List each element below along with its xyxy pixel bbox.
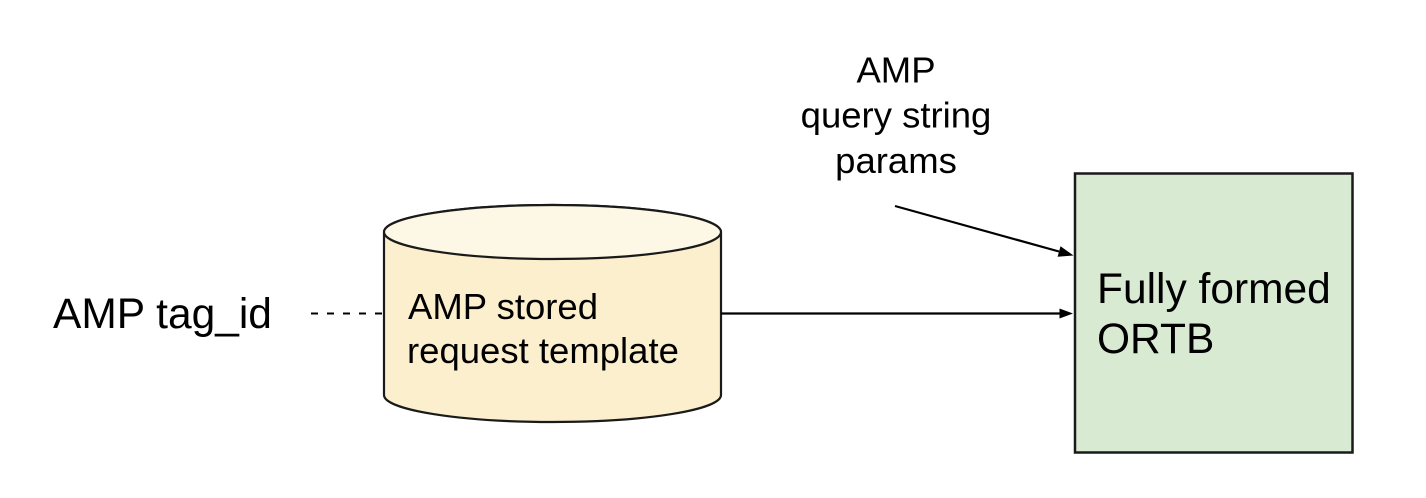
svg-text:ORTB: ORTB	[1097, 316, 1214, 363]
svg-text:query string: query string	[801, 95, 992, 136]
svg-text:AMP tag_id: AMP tag_id	[53, 291, 272, 338]
svg-text:AMP: AMP	[856, 50, 935, 91]
svg-text:params: params	[835, 140, 957, 181]
svg-text:request template: request template	[407, 330, 679, 371]
svg-text:AMP stored: AMP stored	[408, 286, 598, 327]
svg-text:Fully formed: Fully formed	[1097, 266, 1331, 313]
